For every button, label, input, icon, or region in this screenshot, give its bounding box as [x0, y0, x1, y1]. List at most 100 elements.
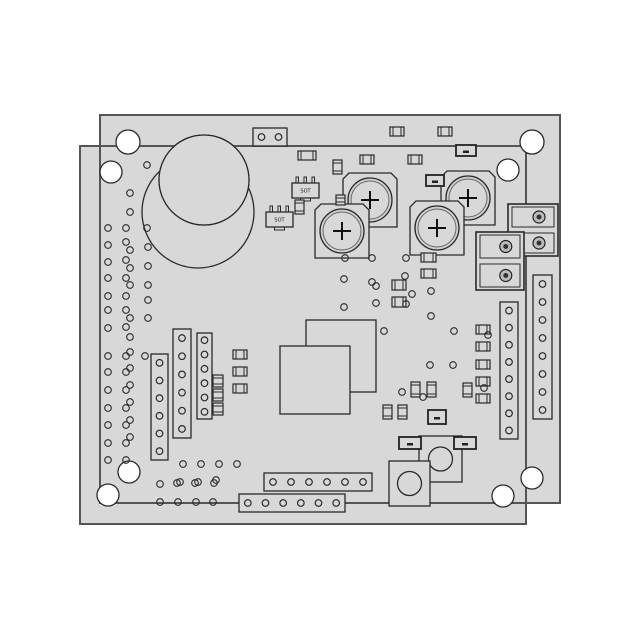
via-hole [126, 416, 134, 424]
via-hole [419, 393, 427, 401]
mounting-hole [491, 484, 515, 508]
via-hole [372, 282, 380, 290]
header-pin [155, 376, 164, 385]
header-pin [296, 499, 305, 507]
smd-component [232, 383, 248, 394]
smd-component [475, 393, 491, 404]
mounting-hole [117, 460, 141, 484]
plus-icon [361, 191, 379, 209]
via-hole [215, 460, 223, 468]
front-board [79, 145, 527, 525]
via-hole [104, 274, 112, 282]
switch-button [396, 470, 423, 497]
smd-body [426, 381, 437, 398]
via-hole [126, 246, 134, 254]
smd-body [212, 388, 224, 402]
smd-component [420, 268, 437, 279]
screw-center [536, 240, 542, 246]
via-hole [368, 278, 376, 286]
smd-component [332, 159, 343, 175]
via-hole [141, 352, 149, 360]
led-component [453, 436, 477, 450]
header-top [252, 127, 288, 147]
header-pin [257, 133, 266, 141]
regulator-label: SOT [300, 189, 311, 195]
smd-body [297, 150, 317, 161]
via-hole [122, 238, 130, 246]
header-pin [178, 406, 186, 415]
switch-body [388, 460, 431, 507]
via-hole [104, 368, 112, 376]
via-hole [197, 460, 205, 468]
via-hole [122, 456, 130, 464]
mounting-hole [496, 158, 520, 182]
via-hole [144, 243, 152, 251]
plus-icon [459, 189, 477, 207]
via-hole [194, 478, 202, 486]
header-pin [305, 478, 313, 486]
via-hole [144, 296, 152, 304]
header-left-a [150, 353, 169, 461]
header-pin [314, 499, 323, 507]
smd-component [407, 154, 423, 165]
via-hole [122, 386, 130, 394]
screw-center [503, 273, 509, 278]
smd-component [389, 126, 405, 137]
via-hole [104, 224, 112, 232]
via-hole [144, 314, 152, 322]
via-hole [126, 281, 134, 289]
smd-body [475, 376, 491, 387]
smd-body [462, 382, 473, 398]
smd-component [359, 154, 375, 165]
screw-center [536, 214, 542, 220]
via-hole [480, 384, 488, 392]
header-body [499, 301, 519, 440]
header-pin [505, 375, 513, 383]
header-pin [200, 336, 209, 345]
header-pin [178, 425, 186, 433]
smd-body [382, 404, 393, 420]
header-body [252, 127, 288, 147]
smd-body [475, 341, 491, 352]
header-pin [538, 406, 547, 414]
header-pin [505, 392, 513, 401]
led-mark [407, 443, 413, 446]
smd-body [332, 159, 343, 175]
terminal-slot [479, 263, 521, 288]
via-hole [104, 241, 112, 249]
via-hole [450, 327, 458, 335]
terminal-block [475, 231, 525, 291]
header-bottom-a [263, 472, 373, 492]
header-right-b [532, 274, 553, 420]
via-hole [122, 306, 130, 314]
header-pin [155, 411, 164, 420]
sot223-b: SOT [265, 205, 294, 231]
header-bottom-b [238, 493, 346, 513]
via-hole [179, 460, 187, 468]
via-hole [104, 456, 112, 464]
smd-component [410, 381, 421, 398]
smd-component [232, 349, 248, 360]
smd-body [294, 199, 305, 215]
via-hole [174, 498, 182, 506]
electrolytic-capacitor [314, 203, 370, 259]
smd-body [389, 126, 405, 137]
via-hole [143, 224, 151, 232]
smd-component [475, 324, 491, 335]
smd-component [391, 279, 407, 291]
via-hole [144, 281, 152, 289]
via-hole [156, 498, 164, 506]
via-hole [156, 480, 164, 488]
via-hole [144, 262, 152, 270]
smd-body [391, 296, 407, 308]
ic-front [279, 345, 351, 415]
via-hole [126, 364, 134, 372]
header-body [532, 274, 553, 420]
switch-front [388, 460, 431, 507]
via-hole [340, 275, 348, 283]
mounting-hole [519, 129, 545, 155]
header-pin [538, 316, 547, 324]
led-mark [462, 443, 468, 446]
header-body [196, 332, 213, 420]
